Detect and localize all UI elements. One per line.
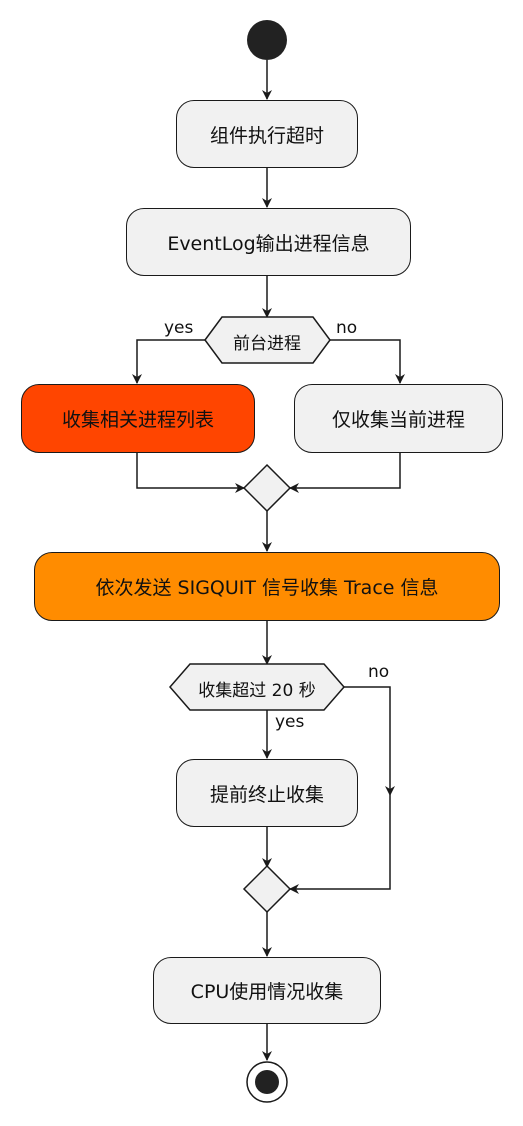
- branch-foreground-no: no: [336, 318, 358, 338]
- node-component-timeout: 组件执行超时: [176, 100, 358, 168]
- start-node: [247, 20, 287, 60]
- node-stop-early: 提前终止收集: [176, 759, 358, 827]
- edge-current-merge: [289, 453, 401, 493]
- branch-foreground-yes: yes: [164, 318, 194, 338]
- decision-foreground-label: 前台进程: [233, 334, 301, 354]
- node-collect-related: 收集相关进程列表: [21, 384, 255, 453]
- edge-no-merge: [289, 795, 391, 894]
- edge-related-merge: [136, 453, 245, 493]
- merge-diamond-2: [242, 864, 292, 914]
- branch-over20-yes: yes: [275, 712, 305, 732]
- node-collect-current: 仅收集当前进程: [294, 384, 503, 453]
- node-eventlog-output: EventLog输出进程信息: [126, 208, 411, 276]
- branch-over20-no: no: [368, 662, 390, 682]
- decision-over-20s-label: 收集超过 20 秒: [198, 681, 316, 701]
- node-send-sigquit: 依次发送 SIGQUIT 信号收集 Trace 信息: [34, 552, 500, 621]
- node-cpu-usage: CPU使用情况收集: [153, 957, 381, 1024]
- edge-foreground-yes: [132, 339, 205, 384]
- decision-over-20s: [169, 663, 345, 711]
- edge-over20-no: [344, 686, 395, 796]
- merge-diamond-1: [242, 463, 292, 513]
- decision-foreground: [204, 316, 331, 364]
- end-node-dot: [255, 1070, 279, 1094]
- edge-foreground-no: [330, 339, 405, 384]
